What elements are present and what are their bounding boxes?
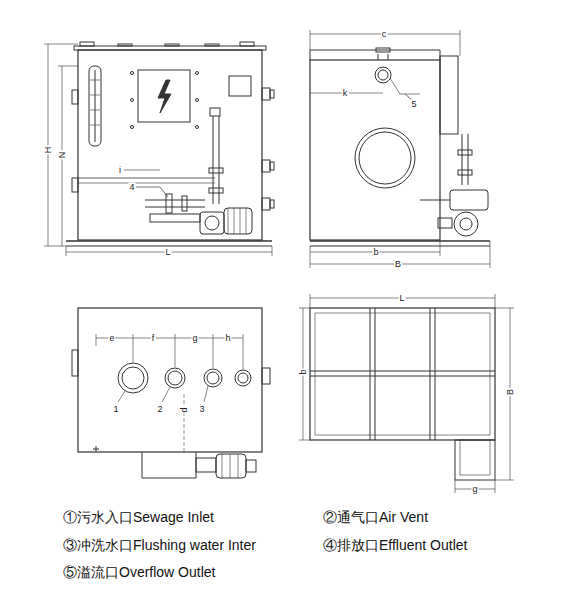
legend-entry: ①污水入口Sewage Inlet (62, 510, 215, 524)
dimension-label: 5 (410, 100, 417, 109)
dimension-label: c (381, 30, 388, 39)
dimension-label: B (506, 388, 515, 396)
side-view (310, 30, 490, 268)
dimension-label: B (394, 260, 402, 269)
dimension-label: f (151, 334, 156, 343)
dimension-label: b (299, 368, 308, 375)
legend-entry: ④排放口Effluent Outlet (322, 538, 468, 552)
dimension-label: N (58, 151, 67, 160)
dimension-label: 3 (198, 405, 205, 414)
dimension-label: g (191, 334, 198, 343)
dimension-label: L (398, 294, 405, 303)
frame-view (299, 294, 514, 493)
dimension-label: 4 (128, 183, 135, 192)
dimension-label: k (342, 89, 349, 98)
legend-entry: ⑤溢流口Overflow Outlet (62, 565, 216, 579)
dimension-label: H (44, 146, 53, 155)
dimension-label: g (471, 485, 478, 494)
dimension-label: h (224, 334, 231, 343)
dimension-label: 1 (112, 405, 119, 414)
dimension-label: d (180, 406, 189, 413)
dimension-label: i (118, 166, 122, 175)
legend-entry: ②通气口Air Vent (322, 510, 429, 524)
legend-entry: ③冲洗水口Flushing water Inter (62, 538, 257, 552)
front-view (44, 42, 274, 256)
dimension-label: L (164, 248, 171, 257)
dimension-label: 2 (156, 405, 163, 414)
dimension-label: e (108, 334, 115, 343)
dimension-label: b (372, 248, 379, 257)
top-view (72, 308, 270, 478)
